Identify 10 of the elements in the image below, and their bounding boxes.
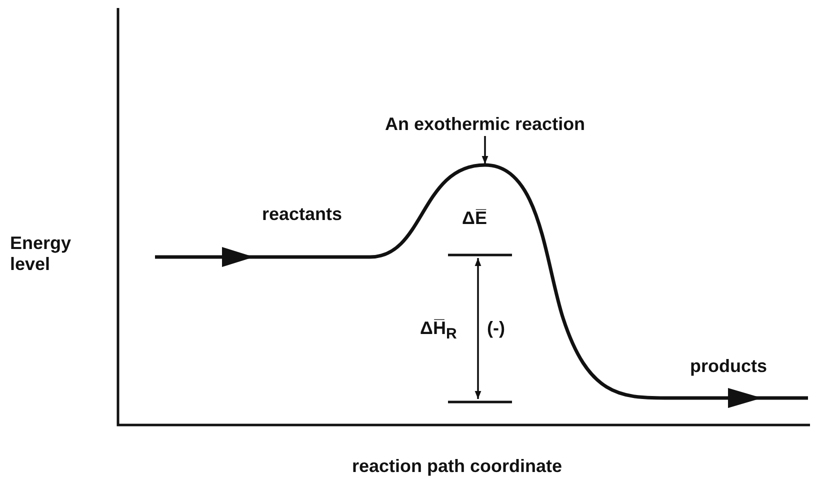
curve-label: reactants <box>262 204 342 225</box>
sign-label: (-) <box>487 318 505 339</box>
axis-label: Energy level <box>10 233 72 275</box>
energy-curve <box>155 163 808 408</box>
symbol-label: ΔH̅$_{R}$ <box>420 318 457 345</box>
callout-text: An exothermic reaction <box>385 114 586 135</box>
symbol-label: ΔE̅ <box>462 208 487 229</box>
axis-label: reaction path coordinate <box>352 456 562 477</box>
leader-line <box>482 136 488 164</box>
curve-label: products <box>690 356 768 377</box>
